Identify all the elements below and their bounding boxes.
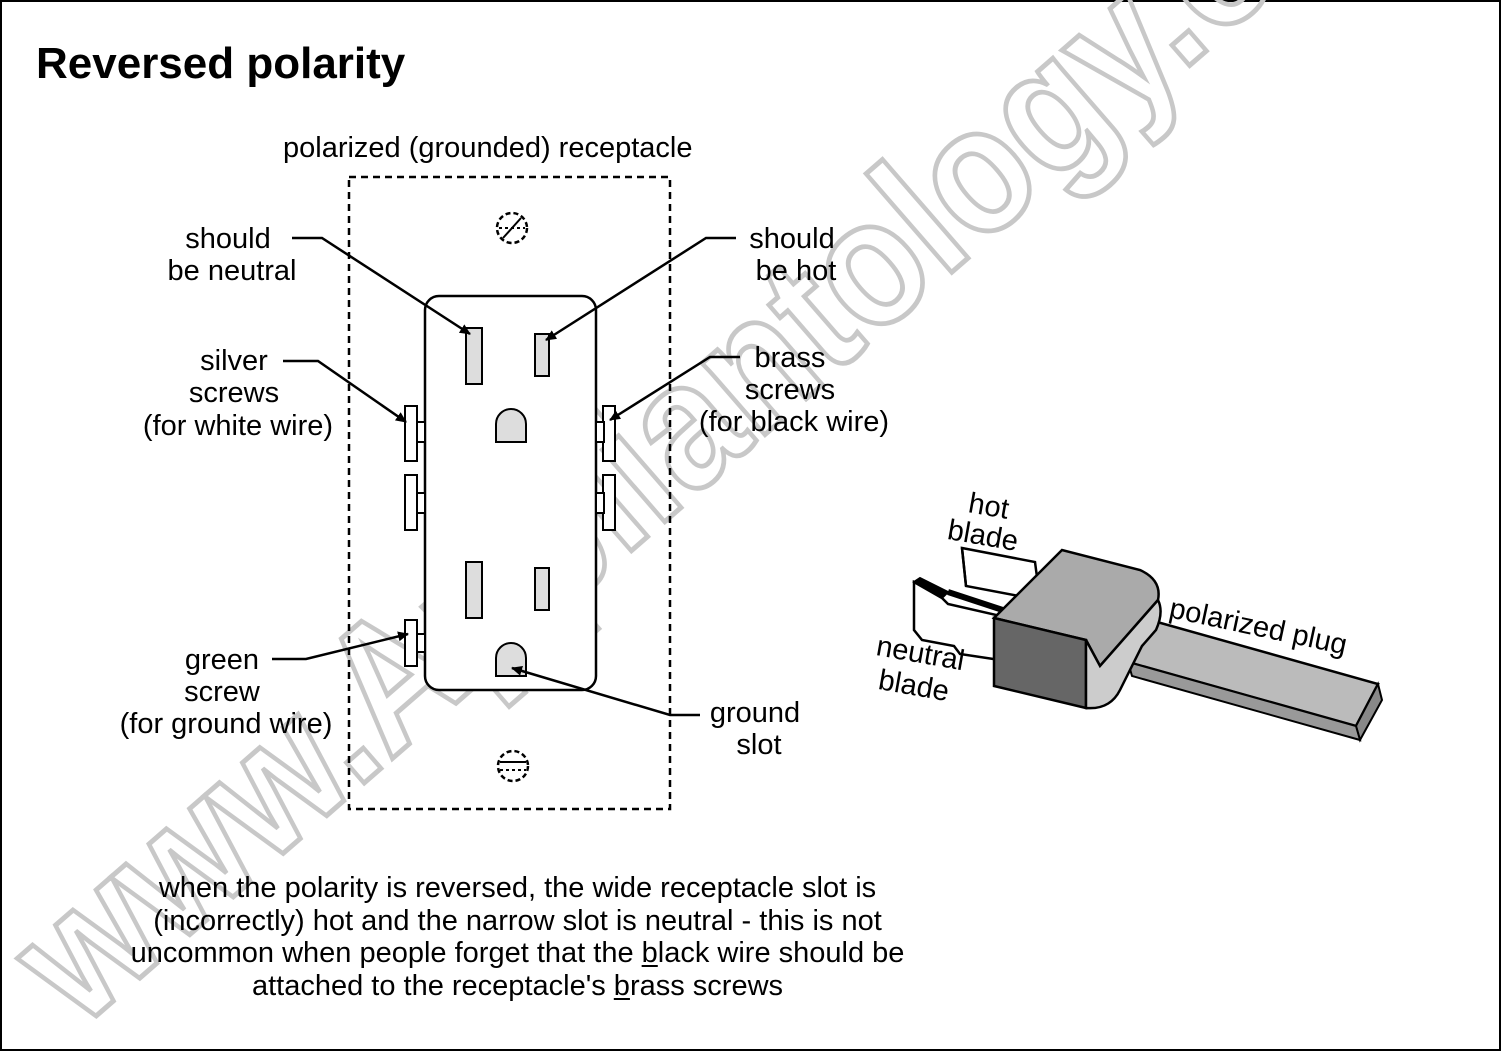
caption-line-3-start: uncommon when people forget that the	[130, 937, 642, 969]
label-ground-slot: ground slot	[710, 697, 808, 761]
caption-line-4-end: rass screws	[629, 969, 784, 1002]
wide-slot-bottom	[465, 561, 483, 619]
caption-line-3-end: lack wire should be	[657, 937, 905, 969]
ground-slot-top	[495, 408, 527, 443]
leader-ground-slot	[511, 666, 700, 717]
label-hot-blade: hot blade	[945, 485, 1026, 558]
silver-screw-top	[404, 405, 426, 462]
caption-line-1: when the polarity is reversed, the wide …	[158, 872, 877, 904]
leader-green-screw	[272, 631, 409, 661]
cover-plate-outline	[347, 175, 672, 811]
receptacle-body	[423, 294, 598, 692]
cover-screw-top-icon	[495, 211, 529, 245]
label-should-neutral: should be neutral	[168, 223, 297, 287]
caption-line-2: (incorrectly) hot and the narrow slot is…	[153, 904, 882, 937]
label-brass-screws: brass screws (for black wire)	[699, 342, 889, 438]
narrow-slot-bottom	[534, 567, 550, 611]
leader-should-hot	[545, 236, 736, 342]
polarized-plug-illustration	[912, 546, 1384, 743]
green-screw	[404, 619, 426, 667]
label-neutral-blade: neutral blade	[868, 630, 975, 711]
leader-brass-screws	[609, 355, 740, 422]
caption-underline-b-brass: b	[613, 969, 630, 1002]
label-silver-screws: silver screws (for white wire)	[143, 345, 333, 442]
brass-screw-bottom	[595, 474, 616, 531]
caption-line-4-start: attached to the receptacle's	[251, 969, 614, 1002]
leader-should-neutral	[292, 236, 471, 336]
label-green-screw: green screw (for ground wire)	[120, 644, 333, 740]
caption-line-3: uncommon when people forget that the bla…	[131, 937, 905, 969]
caption-text: when the polarity is reversed, the wide …	[40, 872, 995, 1002]
silver-screw-bottom	[404, 474, 426, 531]
label-should-hot: should be hot	[749, 223, 843, 287]
narrow-slot-top	[534, 333, 550, 377]
page-title: Reversed polarity	[36, 39, 406, 88]
cover-screw-bottom-icon	[496, 749, 530, 783]
plug-body	[991, 548, 1162, 710]
wide-slot-top	[465, 327, 483, 385]
caption-underline-b-black: b	[641, 937, 658, 969]
caption-line-4: attached to the receptacle's brass screw…	[252, 970, 783, 1002]
receptacle-label: polarized (grounded) receptacle	[283, 132, 692, 164]
leader-silver-screws	[283, 359, 407, 424]
